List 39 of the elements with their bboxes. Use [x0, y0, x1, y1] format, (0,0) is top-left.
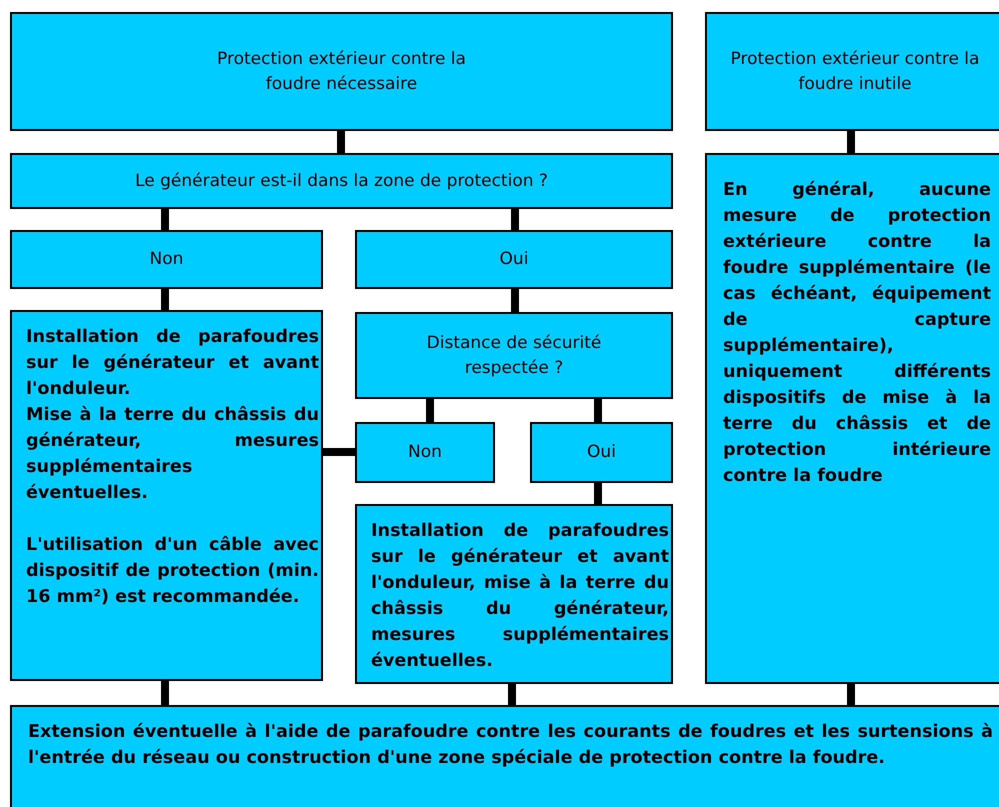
box-text: Protection extérieur contre la foudre inutile: [730, 48, 980, 96]
box-text: Protection extérieur contre la foudre nécessaire: [216, 48, 467, 96]
box-text: Oui: [587, 441, 616, 464]
box-text: Distance de sécurité respectée ?: [426, 332, 602, 380]
process-box: [355, 312, 673, 399]
connector-line: [847, 131, 855, 153]
box-text: Non: [408, 441, 442, 464]
process-box: [705, 153, 999, 684]
process-box: [530, 422, 673, 483]
process-box: [705, 12, 999, 131]
process-box: [10, 12, 673, 131]
process-box: [10, 310, 323, 681]
process-box: [10, 705, 999, 807]
box-text: Extension éventuelle à l'aide de parafoudre contre les courants de foudres et les surtensions à l'entrée du réseau ou construction d'une zone spéciale de protection contre la foudre.: [28, 721, 993, 770]
connector-line: [161, 681, 169, 705]
connector-line: [594, 483, 602, 504]
box-text: Oui: [500, 248, 528, 271]
box-text: Installation de parafoudres sur le générateur et avant l'onduleur, mise à la terre du châssis du générateur, mesures supplémentaires éventuelles.: [371, 520, 669, 673]
box-text: Installation de parafoudres sur le générateur et avant l'onduleur.: [26, 326, 319, 401]
process-box: [355, 504, 673, 684]
connector-line: [337, 131, 345, 153]
connector-line: [161, 289, 169, 310]
box-text: Mise à la terre du châssis du générateur, mesures supplémentaires éventuelles.: [26, 404, 319, 505]
box-text: Non: [150, 248, 184, 271]
process-box: [10, 153, 673, 209]
connector-line: [426, 399, 434, 422]
box-text: En général, aucune mesure de protection extérieure contre la foudre supplémentaire (le cas échéant, équipement de capture supplémentaire), uniquement différents dispositifs de mise à la terre du châssis et de protection intérieure contre la foudre: [723, 179, 991, 488]
connector-line: [511, 209, 519, 230]
connector-line: [161, 209, 169, 230]
connector-line: [323, 448, 355, 456]
process-box: [355, 422, 495, 483]
box-text: L'utilisation d'un câble avec dispositif de protection (min. 16 mm²) est recommandée.: [26, 534, 319, 609]
connector-line: [508, 684, 516, 705]
process-box: [10, 230, 323, 289]
connector-line: [511, 289, 519, 312]
process-box: [355, 230, 673, 289]
box-text: Le générateur est-il dans la zone de protection ?: [135, 170, 548, 192]
connector-line: [847, 684, 855, 705]
connector-line: [594, 399, 602, 422]
